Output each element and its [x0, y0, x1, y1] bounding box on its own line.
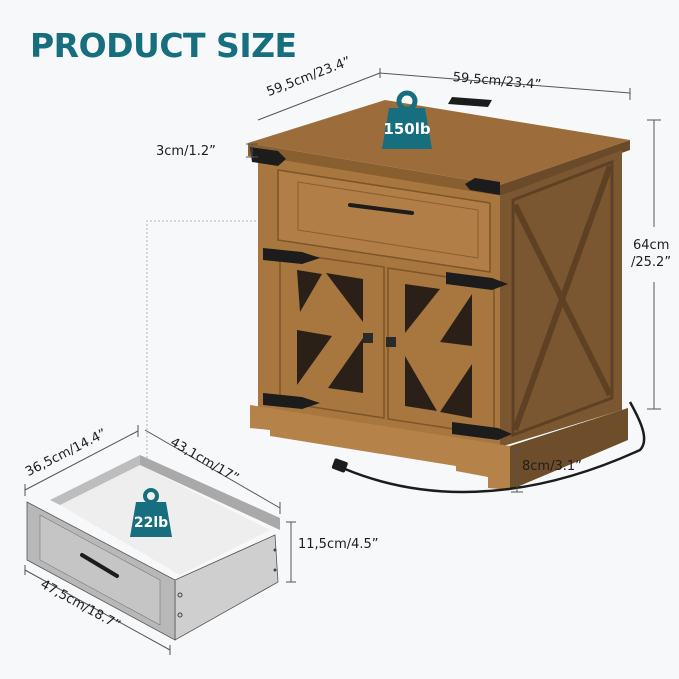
- power-plug-icon: [331, 458, 348, 473]
- power-cord: [344, 401, 646, 494]
- drawer-load-label: 22lb: [134, 515, 168, 531]
- hinge-icon: [446, 272, 508, 290]
- hinge-icon: [263, 393, 320, 409]
- screw-icon: [273, 548, 277, 552]
- cabinet-base: [250, 405, 510, 490]
- cabinet-drawer: [277, 169, 491, 273]
- weight-icon-22lb: 22lb: [130, 488, 172, 537]
- weight-icon-150lb: 150lb: [382, 90, 432, 149]
- right-door-knob-icon: [386, 337, 396, 347]
- drawer-height-label: 11,5cm/4.5”: [298, 537, 379, 552]
- top-load-label: 150lb: [383, 120, 430, 138]
- screw-icon: [177, 592, 183, 598]
- hinge-icon: [263, 248, 320, 264]
- drawer-illustration: [26, 455, 280, 641]
- drawer-handle-icon: [80, 553, 119, 578]
- cabinet: [248, 97, 646, 494]
- charging-station-icon: [448, 97, 492, 107]
- cabinet-height-label-in: /25.2”: [631, 255, 672, 270]
- page-title: PRODUCT SIZE: [30, 26, 297, 65]
- cabinet-height-label-cm: 64cm: [633, 238, 670, 253]
- top-thickness-label: 3cm/1.2”: [156, 144, 216, 159]
- drawer-handle-icon: [348, 203, 414, 215]
- left-door-knob-icon: [363, 333, 373, 343]
- right-door: [387, 267, 495, 436]
- screw-icon: [273, 568, 277, 572]
- cabinet-top: [248, 100, 630, 185]
- base-height-label: 8cm/3.1”: [522, 459, 582, 474]
- hinge-icon: [452, 422, 512, 440]
- hinge-icon: [250, 147, 286, 166]
- hinge-icon: [465, 178, 500, 195]
- screw-icon: [177, 612, 183, 618]
